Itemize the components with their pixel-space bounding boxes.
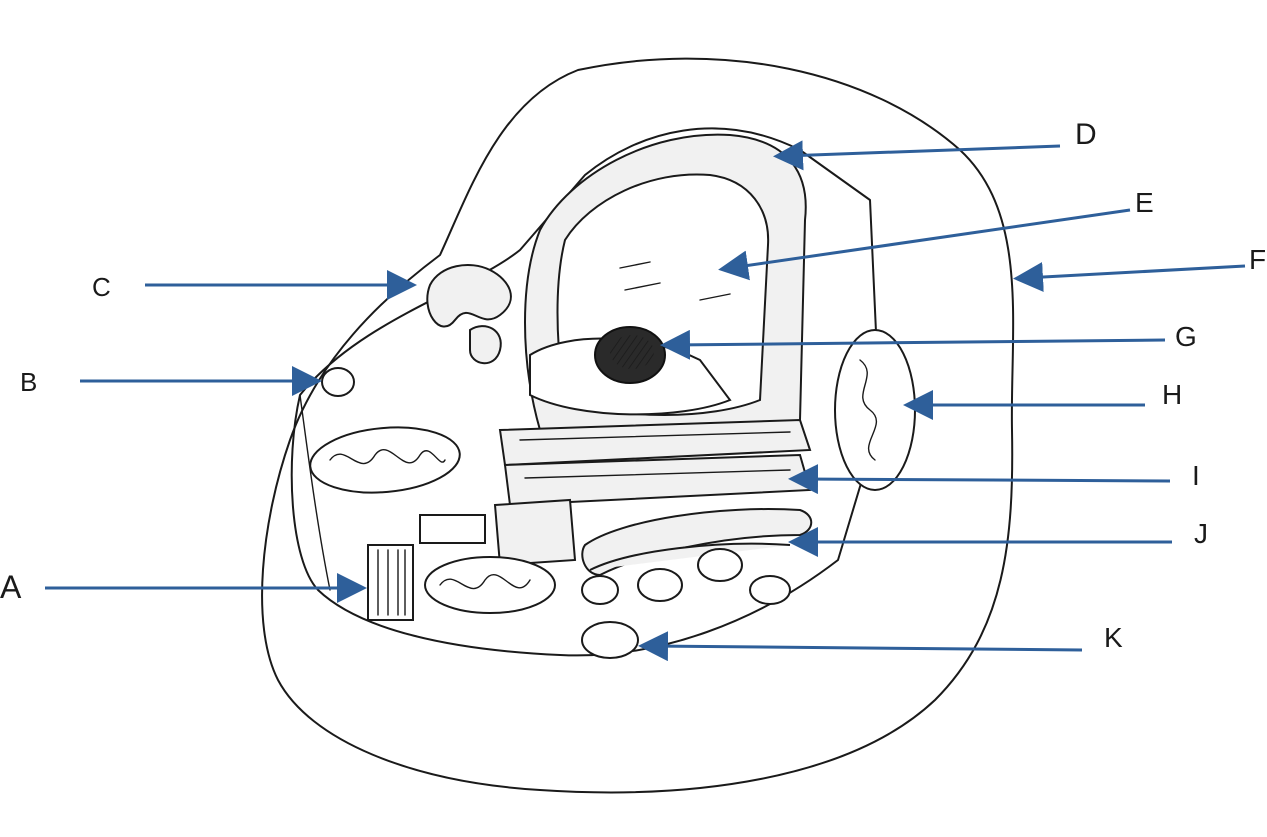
centrioles [367, 514, 486, 621]
cytoplasm-cutaway [290, 127, 881, 657]
pointer-arrows [45, 140, 1246, 662]
label-c: C [92, 272, 111, 302]
label-f: F [1249, 244, 1266, 275]
label-j: J [1194, 518, 1208, 549]
vacuole [321, 367, 355, 397]
golgi-apparatus [581, 508, 813, 577]
arrow-k [638, 631, 1083, 662]
label-i: I [1192, 460, 1200, 491]
arrow-i [788, 464, 1171, 495]
arrow-e [718, 208, 1131, 281]
letter-labels: A B C D E F G H I J K [0, 118, 1266, 653]
smooth-er [426, 264, 512, 365]
arrow-f [1013, 262, 1246, 292]
label-e: E [1135, 187, 1154, 218]
label-k: K [1104, 622, 1123, 653]
label-g: G [1175, 321, 1197, 352]
arrow-g [660, 329, 1166, 360]
rough-er [493, 418, 812, 567]
arrow-d [773, 140, 1061, 171]
label-b: B [20, 367, 37, 397]
cell-membrane [261, 57, 1015, 794]
label-d: D [1075, 118, 1097, 151]
label-a: A [0, 569, 22, 605]
vesicles [581, 548, 791, 659]
label-h: H [1162, 379, 1182, 410]
mitochondria [309, 329, 916, 614]
